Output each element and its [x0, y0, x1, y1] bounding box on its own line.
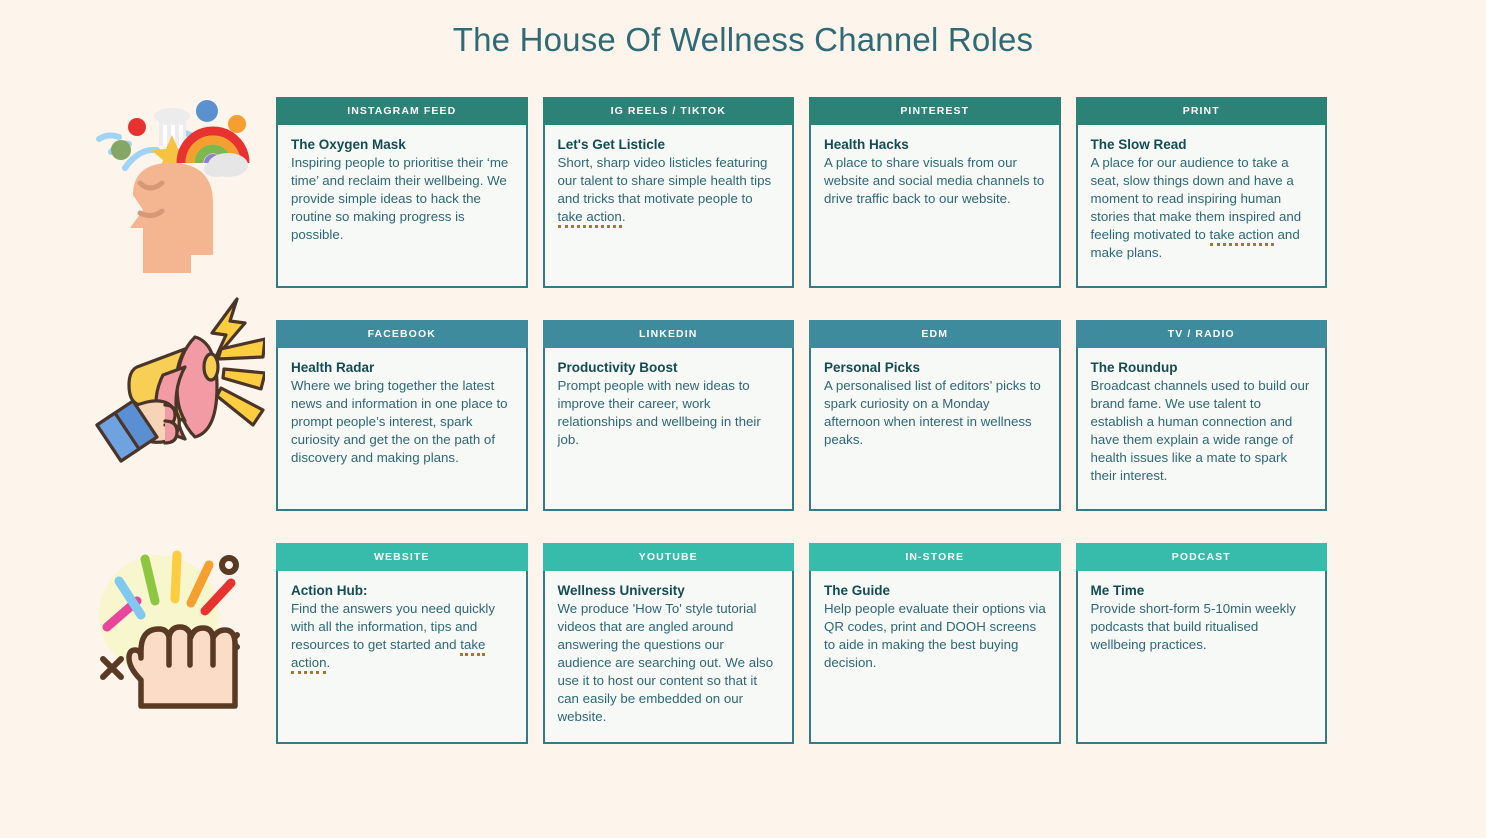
desc-part-before: Find the answers you need quickly with a… — [291, 600, 495, 653]
card-title: Action Hub: — [291, 583, 368, 598]
desc-part-after: . — [326, 655, 331, 671]
card-title: Let's Get Listicle — [557, 137, 666, 152]
card-channel-label: LINKEDIN — [542, 320, 794, 348]
card-title: The Guide — [824, 583, 891, 598]
channel-card-instagram-feed[interactable]: INSTAGRAM FEED The Oxygen Mask Inspiring… — [276, 97, 528, 288]
card-body: The Guide Help people evaluate their opt… — [809, 571, 1061, 744]
card-title: Health Radar — [291, 360, 375, 375]
card-body: Health Radar Where we bring together the… — [276, 348, 528, 511]
channel-card-in-store[interactable]: IN-STORE The Guide Help people evaluate … — [809, 543, 1061, 744]
channel-row-2: FACEBOOK Health Radar Where we bring tog… — [276, 320, 1327, 511]
channel-card-print[interactable]: PRINT The Slow Read A place for our audi… — [1075, 97, 1327, 288]
channel-card-youtube[interactable]: YOUTUBE Wellness University We produce '… — [542, 543, 794, 744]
card-channel-label: FACEBOOK — [276, 320, 528, 348]
card-body: The Slow Read A place for our audience t… — [1075, 125, 1327, 288]
card-body: Health Hacks A place to share visuals fr… — [809, 125, 1061, 288]
card-description: Where we bring together the latest news … — [291, 377, 508, 466]
desc-part-before: A place for our audience to take a seat,… — [1090, 154, 1302, 243]
desc-underlined-phrase: take action — [291, 637, 486, 675]
raised-fist-icon — [85, 543, 265, 723]
card-title: Productivity Boost — [557, 360, 678, 375]
channel-card-tv-radio[interactable]: TV / RADIO The Roundup Broadcast channel… — [1075, 320, 1327, 511]
channel-card-grid: INSTAGRAM FEED The Oxygen Mask Inspiring… — [276, 97, 1327, 744]
card-title: The Oxygen Mask — [291, 137, 406, 152]
desc-part-after: and make plans. — [1090, 227, 1300, 261]
card-channel-label: PODCAST — [1075, 543, 1327, 571]
card-description: We produce 'How To' style tutorial video… — [557, 600, 774, 725]
card-description: Find the answers you need quickly with a… — [291, 600, 514, 675]
card-description: Short, sharp video listicles featuring o… — [557, 154, 781, 229]
card-body: Let's Get Listicle Short, sharp video li… — [542, 125, 794, 288]
card-title: Wellness University — [557, 583, 685, 598]
card-body: The Roundup Broadcast channels used to b… — [1075, 348, 1327, 511]
card-channel-label: PINTEREST — [809, 97, 1061, 125]
card-body: The Oxygen Mask Inspiring people to prio… — [276, 125, 528, 288]
card-channel-label: IN-STORE — [809, 543, 1061, 571]
card-description: Inspiring people to prioritise their ‘me… — [291, 154, 509, 243]
card-body: Wellness University We produce 'How To' … — [542, 571, 794, 744]
card-title: The Slow Read — [1090, 137, 1187, 152]
card-title: Personal Picks — [824, 360, 921, 375]
channel-card-edm[interactable]: EDM Personal Picks A personalised list o… — [809, 320, 1061, 511]
card-channel-label: WEBSITE — [276, 543, 528, 571]
channel-card-pinterest[interactable]: PINTEREST Health Hacks A place to share … — [809, 97, 1061, 288]
card-body: Personal Picks A personalised list of ed… — [809, 348, 1061, 511]
card-channel-label: YOUTUBE — [542, 543, 794, 571]
channel-row-1: INSTAGRAM FEED The Oxygen Mask Inspiring… — [276, 97, 1327, 288]
card-title: Me Time — [1090, 583, 1145, 598]
card-description: A place to share visuals from our websit… — [824, 154, 1045, 207]
card-description: Help people evaluate their options via Q… — [824, 600, 1046, 671]
card-description: A place for our audience to take a seat,… — [1091, 154, 1314, 262]
channel-card-linkedin[interactable]: LINKEDIN Productivity Boost Prompt peopl… — [542, 320, 794, 511]
channel-row-3: WEBSITE Action Hub: Find the answers you… — [276, 543, 1327, 744]
desc-underlined-phrase: take action — [1209, 227, 1274, 247]
card-description: A personalised list of editors’ picks to… — [824, 377, 1041, 448]
card-channel-label: EDM — [809, 320, 1061, 348]
desc-part-before: Short, sharp video listicles featuring o… — [557, 154, 772, 207]
card-description: Broadcast channels used to build our bra… — [1090, 377, 1310, 484]
page-title: The House Of Wellness Channel Roles — [452, 21, 1034, 58]
card-channel-label: IG REELS / TIKTOK — [542, 97, 794, 125]
card-channel-label: TV / RADIO — [1075, 320, 1327, 348]
card-body: Action Hub: Find the answers you need qu… — [276, 571, 528, 744]
card-title: Health Hacks — [824, 137, 909, 152]
card-channel-label: INSTAGRAM FEED — [276, 97, 528, 125]
channel-card-podcast[interactable]: PODCAST Me Time Provide short-form 5-10m… — [1075, 543, 1327, 744]
channel-card-ig-reels-tiktok[interactable]: IG REELS / TIKTOK Let's Get Listicle Sho… — [542, 97, 794, 288]
desc-underlined-phrase: take action — [557, 209, 622, 229]
card-body: Me Time Provide short-form 5-10min weekl… — [1075, 571, 1327, 744]
card-description: Prompt people with new ideas to improve … — [557, 377, 761, 448]
card-channel-label: PRINT — [1075, 97, 1327, 125]
card-description: Provide short-form 5-10min weekly podcas… — [1090, 600, 1296, 653]
channel-card-facebook[interactable]: FACEBOOK Health Radar Where we bring tog… — [276, 320, 528, 511]
desc-part-after: . — [621, 209, 626, 225]
card-body: Productivity Boost Prompt people with ne… — [542, 348, 794, 511]
channel-card-website[interactable]: WEBSITE Action Hub: Find the answers you… — [276, 543, 528, 744]
megaphone-icon — [85, 285, 265, 465]
open-mind-head-rainbow-icon — [85, 95, 265, 275]
card-title: The Roundup — [1090, 360, 1178, 375]
